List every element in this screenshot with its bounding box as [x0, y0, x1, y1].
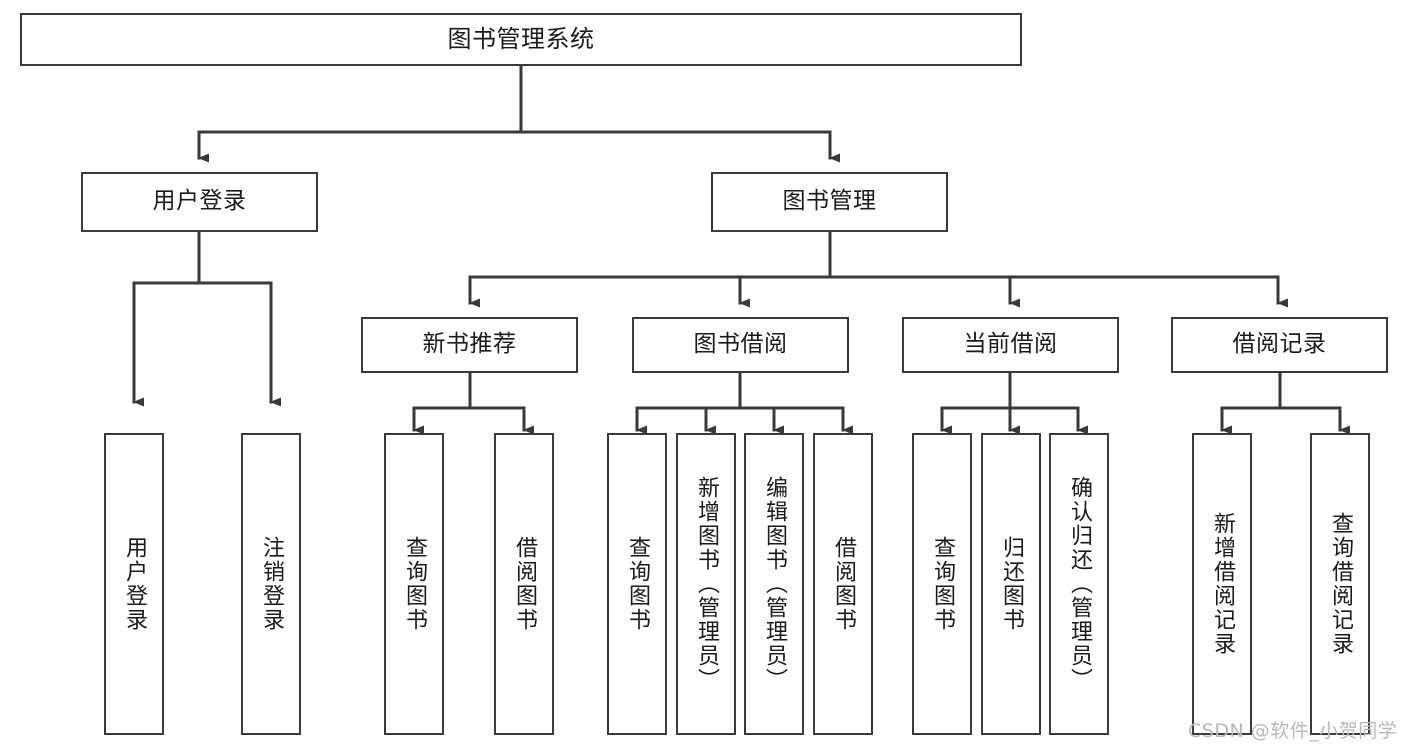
- node-label: 新增借阅记录: [1210, 512, 1235, 656]
- node-label: 新增图书（管理员）: [694, 476, 719, 692]
- node-label: 用户登录: [152, 188, 247, 215]
- node-label: 注销登录: [259, 536, 284, 632]
- node-label: 编辑图书（管理员）: [762, 476, 787, 692]
- leaf-user-login[interactable]: 用户登录: [104, 433, 164, 735]
- node-label: 查询图书: [930, 536, 955, 632]
- node-label: 借阅图书: [831, 536, 856, 632]
- leaf-borrow-book-2[interactable]: 借阅图书: [813, 433, 873, 735]
- node-label: 归还图书: [999, 536, 1024, 632]
- node-label: 查询图书: [625, 536, 650, 632]
- node-current-borrow[interactable]: 当前借阅: [902, 317, 1119, 373]
- leaf-query-record[interactable]: 查询借阅记录: [1310, 433, 1370, 735]
- leaf-query-book-1[interactable]: 查询图书: [384, 433, 444, 735]
- node-label: 借阅记录: [1232, 331, 1327, 358]
- node-label: 新书推荐: [422, 331, 517, 358]
- leaf-add-book[interactable]: 新增图书（管理员）: [676, 433, 736, 735]
- node-label: 图书管理: [782, 188, 877, 215]
- leaf-borrow-book-1[interactable]: 借阅图书: [494, 433, 554, 735]
- leaf-confirm-return[interactable]: 确认归还（管理员）: [1049, 433, 1109, 735]
- leaf-add-record[interactable]: 新增借阅记录: [1192, 433, 1252, 735]
- node-book-manage[interactable]: 图书管理: [711, 172, 948, 232]
- node-label: 查询图书: [402, 536, 427, 632]
- node-book-borrow[interactable]: 图书借阅: [632, 317, 849, 373]
- node-borrow-record[interactable]: 借阅记录: [1171, 317, 1388, 373]
- node-user-login[interactable]: 用户登录: [81, 172, 318, 232]
- leaf-logout-login[interactable]: 注销登录: [241, 433, 301, 735]
- node-label: 用户登录: [122, 536, 147, 632]
- leaf-edit-book[interactable]: 编辑图书（管理员）: [744, 433, 804, 735]
- node-label: 借阅图书: [512, 536, 537, 632]
- leaf-query-book-3[interactable]: 查询图书: [912, 433, 972, 735]
- node-label: 图书借阅: [693, 331, 788, 358]
- leaf-return-book[interactable]: 归还图书: [981, 433, 1041, 735]
- node-label: 当前借阅: [963, 331, 1058, 358]
- node-label: 确认归还（管理员）: [1067, 476, 1092, 692]
- node-new-book-rec[interactable]: 新书推荐: [361, 317, 578, 373]
- leaf-query-book-2[interactable]: 查询图书: [607, 433, 667, 735]
- node-label: 图书管理系统: [447, 25, 595, 54]
- node-root-system[interactable]: 图书管理系统: [20, 13, 1022, 66]
- node-label: 查询借阅记录: [1328, 512, 1353, 656]
